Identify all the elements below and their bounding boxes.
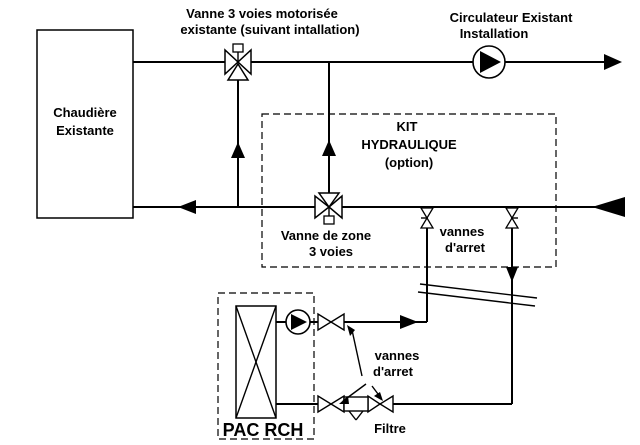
kit-label-line3: (option) — [385, 155, 433, 170]
boiler-label-line1: Chaudière — [53, 105, 117, 120]
filter-label: Filtre — [374, 421, 406, 436]
circulator-pump-icon — [472, 45, 506, 79]
stop-valves-top-label-line2: d'arret — [445, 240, 486, 255]
stop-valve-left — [419, 207, 435, 322]
motor-valve-label-line1: Vanne 3 voies motorisée — [186, 6, 338, 21]
pac-rch-unit — [217, 292, 318, 440]
zone-valve-riser — [322, 62, 336, 196]
motorised-3-way-valve — [224, 43, 252, 81]
stop-valves-top-label-line1: vannes — [440, 224, 485, 239]
kit-hydraulique-box — [261, 113, 557, 268]
circulator-label-line1: Circulateur Existant — [450, 10, 573, 25]
kit-label-line2: HYDRAULIQUE — [361, 137, 457, 152]
circulator-label-line2: Installation — [460, 26, 529, 41]
zone-valve-label-line2: 3 voies — [309, 244, 353, 259]
stop-valves-bottom-label-line1: vannes — [375, 348, 420, 363]
zone-3-way-valve — [314, 192, 343, 225]
stop-valve-right — [504, 207, 520, 397]
pipe-break-symbol — [417, 283, 538, 307]
filter-icon — [343, 396, 369, 421]
kit-label-line1: KIT — [397, 119, 418, 134]
pac-pump-icon — [285, 309, 311, 335]
return-pipe — [133, 197, 625, 217]
bypass-pipe — [231, 80, 245, 207]
pac-outlet-pipe — [310, 312, 427, 332]
zone-valve-label-line1: Vanne de zone — [281, 228, 371, 243]
motor-valve-label-line2: existante (suivant intallation) — [180, 22, 359, 37]
boiler-label-line2: Existante — [56, 123, 114, 138]
supply-pipe — [133, 54, 622, 70]
return-inlet-arrow — [592, 197, 625, 217]
stop-valves-pointers — [339, 325, 383, 404]
supply-outlet-arrow — [604, 54, 622, 70]
stop-valves-bottom-label-line2: d'arret — [373, 364, 414, 379]
boiler: Chaudière Existante — [36, 29, 134, 219]
pac-label: PAC RCH — [223, 420, 304, 440]
